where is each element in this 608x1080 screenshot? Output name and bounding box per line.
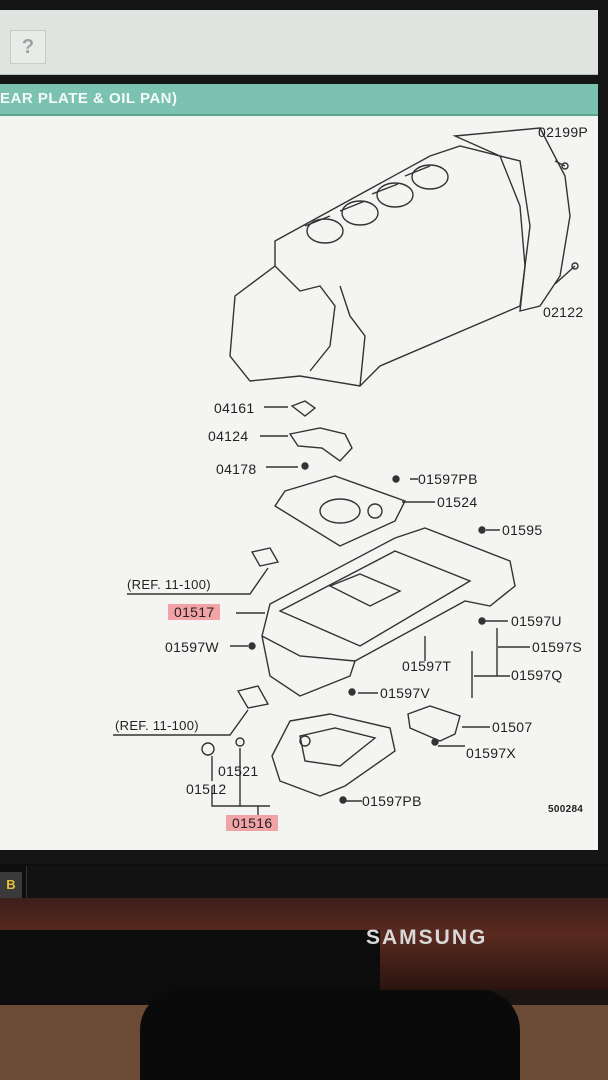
part-label-04124[interactable]: 04124: [208, 428, 249, 444]
part-label-01521[interactable]: 01521: [218, 763, 259, 779]
reference-label-2[interactable]: (REF. 11-100): [115, 718, 199, 733]
part-label-01597q[interactable]: 01597Q: [511, 667, 563, 683]
upper-oil-pan: [261, 527, 516, 697]
part-label-01597pb-top[interactable]: 01597PB: [418, 471, 478, 487]
ref-bracket-2: [236, 685, 270, 709]
part-label-01507[interactable]: 01507: [492, 719, 533, 735]
diagram-title-bar: EAR PLATE & OIL PAN): [0, 84, 598, 116]
toolbar: ?: [0, 10, 598, 75]
part-label-01516-highlighted[interactable]: 01516: [226, 815, 279, 831]
part-label-01597pb-bottom[interactable]: 01597PB: [362, 793, 422, 809]
part-label-01597u[interactable]: 01597U: [511, 613, 562, 629]
drawing-code: 500284: [548, 804, 584, 815]
baffle-plate: [274, 475, 406, 547]
part-label-01597s[interactable]: 01597S: [532, 639, 583, 655]
part-label-01597w[interactable]: 01597W: [165, 639, 219, 655]
part-label-01524[interactable]: 01524: [437, 494, 478, 510]
rear-plate: [452, 127, 571, 312]
part-label-01597x[interactable]: 01597X: [466, 745, 517, 761]
taskbar-app-icon[interactable]: B: [0, 872, 22, 898]
ref-bracket-1: [250, 547, 280, 567]
part-label-01595[interactable]: 01595: [502, 522, 543, 538]
monitor-stand: [140, 990, 520, 1080]
part-label-04178[interactable]: 04178: [216, 461, 257, 477]
strainer-04124: [288, 427, 353, 462]
part-label-01512[interactable]: 01512: [186, 781, 227, 797]
lower-oil-pan: [271, 713, 396, 797]
parts-diagram: 02199P 02122 04161 04124 04178 01597PB 0…: [0, 116, 598, 850]
cylinder-bores: [304, 165, 431, 227]
help-button[interactable]: ?: [10, 30, 46, 64]
part-label-01517-highlighted[interactable]: 01517: [168, 604, 221, 620]
part-label-02199p[interactable]: 02199P: [538, 124, 589, 140]
monitor-brand-logo: SAMSUNG: [366, 926, 488, 949]
part-label-01597t[interactable]: 01597T: [402, 658, 452, 674]
part-label-02122[interactable]: 02122: [543, 304, 584, 320]
engine-block-outline: [229, 145, 531, 387]
reference-label-1[interactable]: (REF. 11-100): [127, 577, 211, 592]
part-label-01597v[interactable]: 01597V: [380, 685, 431, 701]
diagram-title: EAR PLATE & OIL PAN): [0, 90, 178, 107]
taskbar-strip: [26, 866, 608, 902]
parts-diagram-drawing: [113, 127, 579, 816]
part-label-04161[interactable]: 04161: [214, 400, 255, 416]
gasket-04161: [290, 400, 317, 417]
plate-01507: [407, 705, 461, 742]
